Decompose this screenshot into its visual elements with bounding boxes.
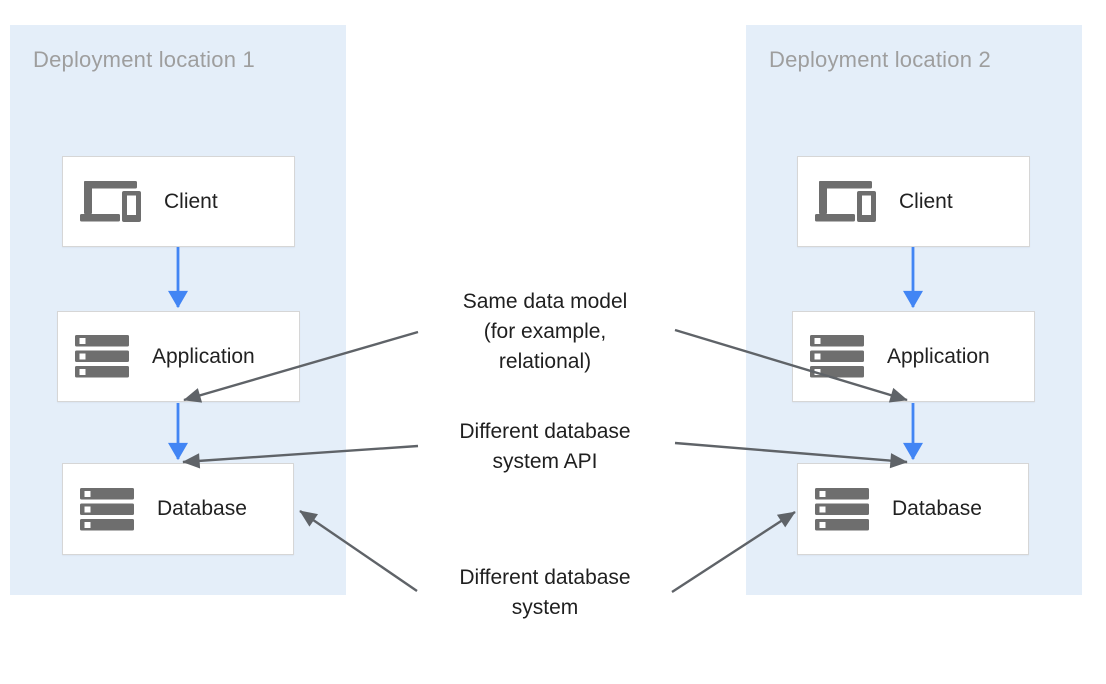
application-node: Application — [792, 311, 1035, 402]
devices-icon — [80, 181, 141, 222]
node-label: Database — [157, 497, 247, 520]
node-label: Client — [164, 189, 218, 213]
database-node: Database — [62, 463, 294, 555]
annotation-different-database-system-api: Different database system API — [459, 420, 631, 473]
storage-icon — [815, 487, 869, 530]
node-label: Client — [899, 189, 953, 213]
client-node: Client — [62, 156, 295, 247]
storage-icon — [75, 335, 129, 378]
node-label: Application — [887, 344, 990, 368]
application-node: Application — [57, 311, 300, 402]
panel-title: Deployment location 1 — [33, 47, 255, 72]
database-node: Database — [797, 463, 1029, 555]
devices-icon — [815, 181, 876, 222]
deployment-location-1-panel: Deployment location 1 Client — [10, 25, 346, 595]
deployment-location-2-panel: Deployment location 2 Client — [746, 25, 1082, 595]
storage-icon — [80, 487, 134, 530]
client-node: Client — [797, 156, 1030, 247]
annotation-different-database-system: Different database system — [459, 566, 631, 619]
node-label: Database — [892, 497, 982, 520]
storage-icon — [810, 335, 864, 378]
annotation-same-data-model: Same data model (for example, relational… — [462, 290, 628, 373]
panel-title: Deployment location 2 — [769, 47, 991, 72]
node-label: Application — [152, 344, 255, 368]
